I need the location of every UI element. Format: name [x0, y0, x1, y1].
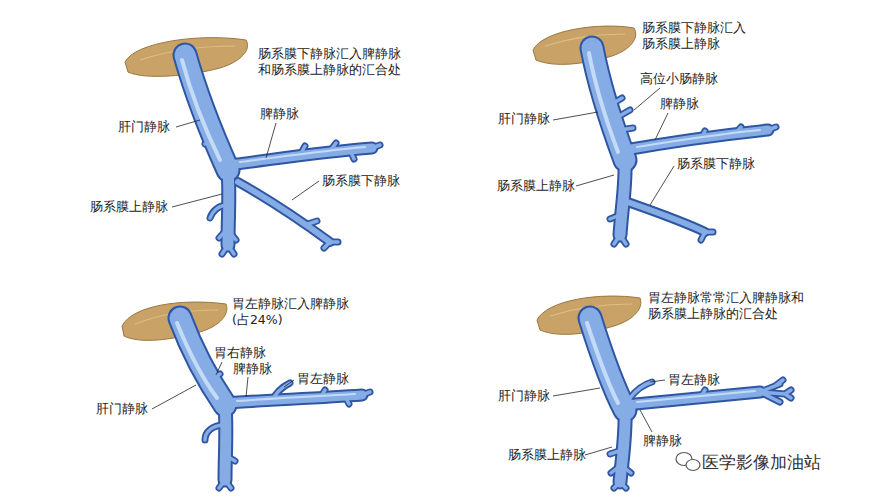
vein-label: 肝门静脉: [498, 388, 550, 404]
vein-label: 脾静脉: [643, 433, 682, 449]
vein-label: 肠系膜下静脉: [322, 173, 400, 189]
vein-label: 胃左静脉: [297, 371, 349, 387]
vein-label: 肠系膜上静脉: [497, 178, 575, 194]
variant-caption: 胃左静脉常常汇入脾静脉和肠系膜上静脉的汇合处: [648, 290, 808, 322]
variant-caption: 胃左静脉汇入脾静脉 (占24%): [232, 296, 354, 328]
vein-label: 肠系膜上静脉: [508, 447, 586, 463]
wechat-icon: [676, 453, 700, 471]
vein-label: 脾静脉: [660, 96, 699, 112]
vein-label: 脾静脉: [233, 361, 272, 377]
variant-caption: 肠系膜下静脉汇入肠系膜上静脉: [642, 20, 756, 52]
vein-label: 肠系膜上静脉: [90, 199, 168, 215]
vein-label: 肝门静脉: [96, 401, 148, 417]
watermark: 医学影像加油站: [702, 452, 821, 472]
vein-label: 胃右静脉: [214, 345, 266, 361]
vein-label: 胃左静脉: [668, 372, 720, 388]
variant-caption: 肠系膜下静脉汇入脾静脉和肠系膜上静脉的汇合处: [258, 46, 410, 78]
vein-label: 高位小肠静脉: [640, 71, 718, 87]
vein-label: 肝门静脉: [118, 119, 170, 135]
vein-label: 肝门静脉: [498, 111, 550, 127]
vein-label: 肠系膜下静脉: [677, 156, 755, 172]
vein-label: 脾静脉: [260, 106, 299, 122]
